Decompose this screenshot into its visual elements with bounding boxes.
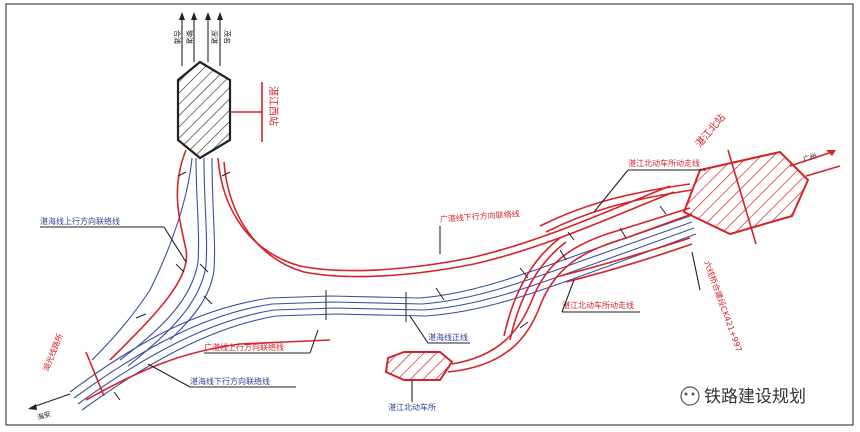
label-zj-north-depot: 湛江北动车所 (388, 402, 436, 412)
zhanjiang-north-station (682, 150, 810, 236)
west-station-tracks (91, 157, 216, 367)
drawing-frame (5, 3, 854, 426)
zhanhai-main-line (69, 215, 697, 411)
guangzhan-down-link (217, 157, 675, 278)
zj-north-emu-walk-bottom (559, 237, 693, 283)
label-guangzhan-up-link: 广湛线上行方向联络线 (204, 342, 284, 352)
zhanjiang-west-station (176, 60, 232, 160)
label-guangzhou: 广州 (802, 151, 818, 164)
label-six-line-bridge: 六线桥合建段CK421+997 (702, 259, 744, 353)
switch-markers (113, 171, 667, 401)
watermark-text: 铁路建设规划 (704, 387, 806, 407)
label-zhanhai-down-link: 湛海线下行方向联络线 (190, 376, 270, 386)
depot-access-lines (447, 207, 693, 373)
label-haian: 海安 (36, 409, 52, 422)
label-zj-north-emu-top: 湛江北动车所动走线 (628, 158, 700, 168)
label-top-4: 茂名 (223, 30, 232, 44)
zj-north-emu-walk-top (539, 183, 693, 233)
label-top-2: 黎湛 (185, 30, 194, 44)
label-zhanhai-up-link: 湛海线上行方向联络线 (40, 216, 120, 226)
label-zhanjiang-west: 湛江西站 (267, 86, 280, 126)
zhanjiang-north-emu-depot (384, 351, 454, 381)
label-top-3: 深湛 (210, 30, 219, 44)
label-zhanjiang-north: 湛江北站 (692, 111, 728, 150)
watermark: 铁路建设规划 (680, 386, 806, 407)
haian-line (85, 339, 331, 401)
north-approach-tracks (179, 12, 223, 66)
label-huguang: 湖光线路所 (41, 332, 65, 373)
label-zhanhai-main: 湛海线正线 (428, 332, 468, 342)
label-top-1: 合浦 (173, 30, 182, 44)
zhanhai-up-link (109, 149, 188, 361)
label-guangzhan-down-link: 广湛线下行方向联络线 (439, 208, 520, 224)
label-zj-north-emu-bottom: 湛江北动车所动走线 (562, 300, 634, 310)
